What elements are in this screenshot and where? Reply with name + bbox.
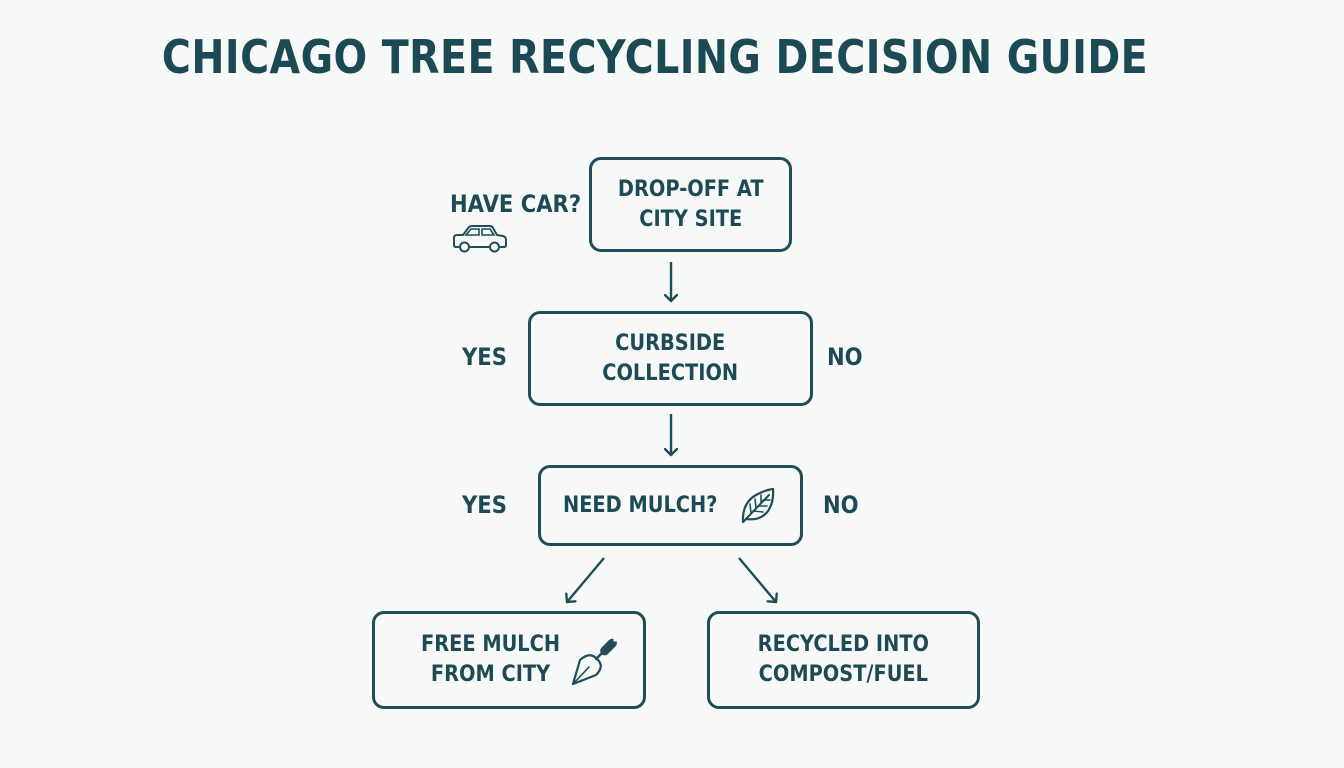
yes-label-mulch: YES — [462, 491, 507, 519]
need-mulch-node: NEED MULCH? — [538, 465, 803, 546]
arrow-mulch-to-free-mulch — [567, 557, 605, 602]
page-title: CHICAGO TREE RECYCLING DECISION GUIDE — [161, 30, 1149, 84]
free-mulch-node-text: FREE MULCH FROM CITY — [421, 632, 561, 687]
trowel-icon — [571, 638, 617, 686]
need-mulch-node-text: NEED MULCH? — [563, 492, 718, 518]
arrow-mulch-to-recycled — [738, 557, 776, 602]
dropoff-node-text: DROP-OFF AT CITY SITE — [617, 176, 764, 232]
have-car-label: HAVE CAR? — [450, 190, 582, 218]
yes-label-curbside: YES — [462, 343, 507, 371]
curbside-node: CURBSIDE COLLECTION — [528, 311, 813, 406]
no-label-curbside: NO — [827, 343, 863, 371]
no-label-mulch: NO — [823, 491, 859, 519]
car-icon — [453, 225, 507, 253]
free-mulch-node: FREE MULCH FROM CITY — [372, 611, 646, 709]
recycled-node-text: RECYCLED INTO COMPOST/FUEL — [757, 632, 930, 687]
recycled-node: RECYCLED INTO COMPOST/FUEL — [707, 611, 980, 709]
curbside-node-text: CURBSIDE COLLECTION — [602, 330, 739, 386]
leaf-icon — [741, 487, 775, 524]
dropoff-node: DROP-OFF AT CITY SITE — [589, 157, 792, 252]
